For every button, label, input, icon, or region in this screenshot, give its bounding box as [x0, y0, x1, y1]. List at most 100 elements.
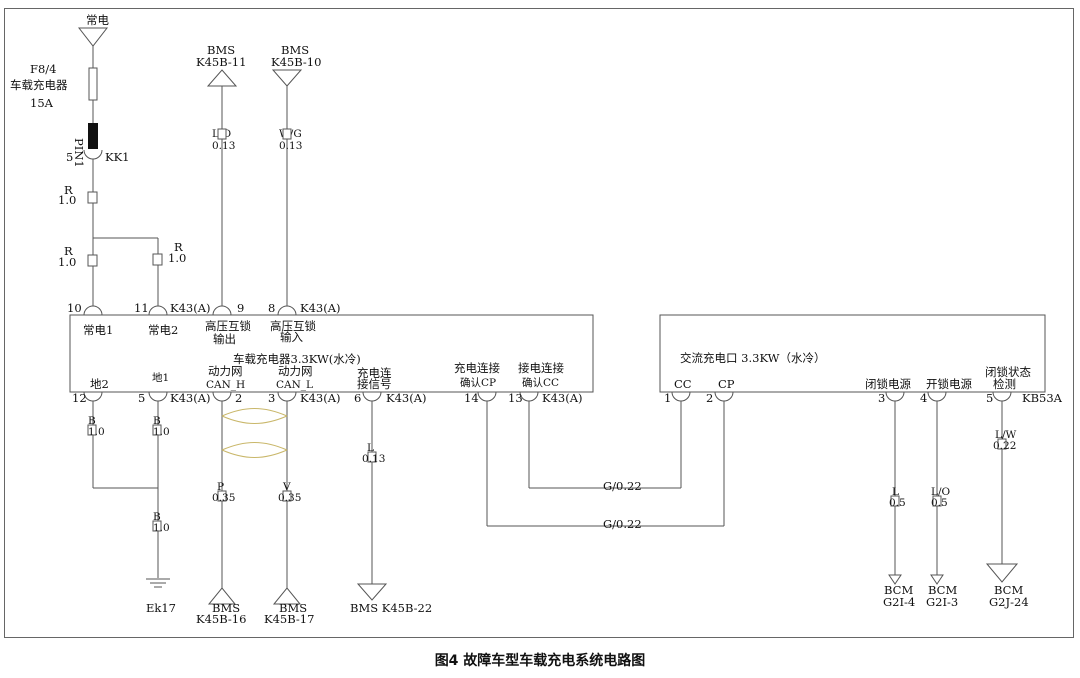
pin-number: 3	[878, 391, 885, 405]
resistor-icon	[87, 191, 98, 204]
wire-size: 0.35	[278, 492, 301, 504]
resistor-r3: R 1.0	[152, 240, 186, 306]
triangle-down-icon	[271, 69, 303, 87]
cp-cc-wiring: G/0.22 G/0.22	[486, 401, 725, 531]
wire-color: V	[282, 481, 291, 493]
pin-label: 接电连接	[518, 361, 564, 375]
wire-color: B	[88, 415, 96, 427]
pin-label: CC	[674, 377, 692, 391]
can-bus: P 0.35 V 0.35 BMS K45B-16 BMS K45B-17	[196, 401, 314, 626]
pin-number: 4	[920, 391, 927, 405]
resistor-icon	[152, 253, 163, 266]
bcm-name: BCM	[994, 583, 1023, 597]
triangle-down-icon	[985, 563, 1019, 583]
bcm-pin: G2I-3	[926, 595, 958, 609]
pin-number: 8	[268, 301, 275, 315]
resistor-icon	[87, 254, 98, 267]
wire-label: G/0.22	[603, 517, 642, 531]
conn-label: K43(A)	[170, 391, 211, 405]
bms-name: BMS	[279, 601, 307, 615]
conn-label: KB53A	[1022, 391, 1063, 405]
pin-label: 常电2	[148, 323, 178, 337]
pin-number: 2	[706, 391, 713, 405]
pin-label: 充电连接	[454, 361, 500, 375]
wire-size: 1.0	[88, 426, 105, 438]
resistor-r1: R 1.0	[58, 183, 98, 255]
fuse-name: 车载充电器	[10, 78, 68, 92]
pin-label: CAN_H	[206, 379, 245, 391]
power-label: 常电	[86, 13, 109, 27]
ground-name: Ek17	[146, 601, 176, 615]
triangle-up-icon	[207, 587, 237, 605]
twist-icon	[221, 442, 288, 458]
fuse-f8-4: F8/4 车载充电器 15A	[10, 62, 98, 123]
wire-size: 1.0	[153, 522, 170, 534]
conn-label: K43(A)	[386, 391, 427, 405]
pin-number: 10	[67, 301, 82, 315]
charger-title: 车载充电器3.3KW(水冷)	[233, 352, 361, 366]
bms-k45b-11: BMS K45B-11 L/O 0.13	[196, 43, 246, 306]
ground-wiring: B 1.0 B 1.0 B 1.0 Ek17	[87, 401, 176, 615]
triangle-down-icon	[888, 574, 902, 585]
pin-number: 5	[986, 391, 993, 405]
conn-label: K43(A)	[170, 301, 211, 315]
wire-size: 0.5	[931, 497, 948, 509]
r-value: 1.0	[58, 193, 76, 207]
conn-label: K43(A)	[300, 391, 341, 405]
bms-pin: K45B-11	[196, 55, 246, 69]
r-value: 1.0	[58, 255, 76, 269]
pin-label: 充电连	[357, 366, 392, 380]
wire-color: L	[367, 442, 374, 454]
ac-charge-port: 交流充电口 3.3KW（水冷） CC 1 CP 2 闭锁电源 3 开锁电源 4 …	[659, 314, 1063, 405]
pin-label: 确认CP	[460, 376, 496, 389]
wire-color: L/W	[995, 429, 1017, 441]
triangle-down-icon	[356, 583, 388, 601]
bms-pin: K45B-10	[271, 55, 321, 69]
fuse-id: F8/4	[30, 62, 57, 76]
pin-label: CAN_L	[276, 379, 313, 391]
bcm-name: BCM	[884, 583, 913, 597]
pin-number: 9	[237, 301, 244, 315]
pin-label: 地1	[152, 371, 169, 384]
r-label: R	[174, 240, 183, 254]
bcm-wiring: L 0.5 BCM G2I-4 L/O 0.5 BCM G2I-3 L/W 0.…	[883, 401, 1029, 609]
wire-color: L	[892, 486, 899, 498]
bcm-pin: G2J-24	[989, 595, 1029, 609]
kk1-label: KK1	[105, 150, 130, 164]
charge-port-box	[659, 314, 1046, 393]
connector-block-icon	[88, 123, 98, 149]
wire-size: 0.13	[279, 140, 302, 152]
wire-color: B	[153, 415, 161, 427]
pin-number: 5	[138, 391, 145, 405]
pin-number: 12	[72, 391, 87, 405]
twist-icon	[221, 408, 288, 424]
triangle-up-icon	[206, 69, 238, 87]
pin-label: 高压互锁	[205, 319, 251, 333]
pin-label: 闭锁电源	[865, 377, 911, 391]
r-value: 1.0	[168, 251, 186, 265]
triangle-up-icon	[272, 587, 302, 605]
wire-size: 0.35	[212, 492, 235, 504]
pin-label: 常电1	[83, 323, 113, 337]
pin-label: 输出	[213, 332, 236, 346]
conn-label: K43(A)	[300, 301, 341, 315]
pin-label: 接信号	[357, 377, 392, 391]
pin-label: CP	[718, 377, 735, 391]
wire-size: 0.5	[889, 497, 906, 509]
wire-label: G/0.22	[603, 479, 642, 493]
wire-size: 0.22	[993, 440, 1016, 452]
connector-kk1: PIN1 5 KK1	[66, 123, 130, 192]
bms-name: BMS	[281, 43, 309, 57]
pin1-label: PIN1	[72, 138, 86, 168]
wire-size: 0.13	[212, 140, 235, 152]
pin-label: 地2	[90, 377, 109, 391]
pin-number: 11	[134, 301, 149, 315]
r-label: R	[64, 244, 73, 258]
figure-caption: 图4 故障车型车载充电系统电路图	[434, 653, 646, 669]
connection-signal: L 0.13 BMS K45B-22	[350, 401, 432, 615]
circuit-diagram: 常电 F8/4 车载充电器 15A PIN1 5 KK1 R 1.0 R 1.0…	[10, 13, 1063, 626]
bms-name: BMS	[212, 601, 240, 615]
pin-label: 动力网	[278, 364, 313, 378]
power-triangle-icon	[77, 27, 109, 47]
charger-box	[69, 314, 594, 393]
